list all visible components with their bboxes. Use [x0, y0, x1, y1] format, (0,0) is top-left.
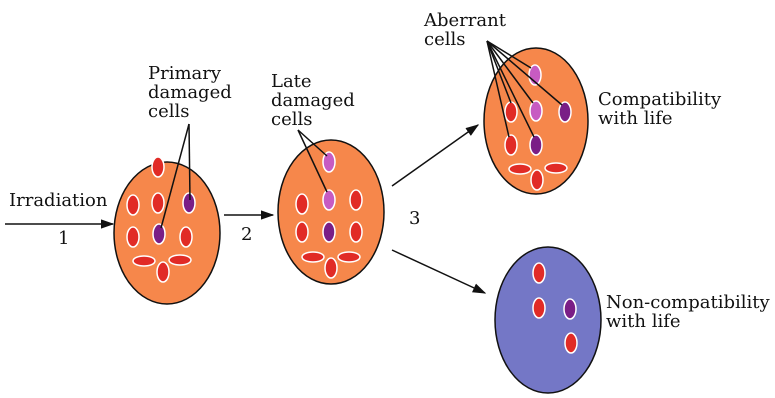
organelle-damaged: [323, 222, 335, 242]
non-compatibility-label: Non-compatibility with life: [606, 293, 770, 331]
step-2-label: 2: [241, 225, 252, 244]
organelle-normal: [509, 164, 531, 174]
organelle-aberrant: [323, 190, 335, 210]
organelle-aberrant: [530, 101, 542, 121]
late-damaged-label: Late damaged cells: [271, 72, 355, 129]
organelle-normal: [127, 227, 139, 247]
organelle-damaged: [153, 224, 165, 244]
non-compatibility-label-line-1: Non-compatibility: [606, 293, 770, 312]
organelle-normal: [133, 256, 155, 266]
organelle-normal: [302, 252, 324, 262]
aberrant-cells-label-line-1: Aberrant: [424, 11, 506, 30]
irradiation-label: Irradiation: [9, 191, 107, 210]
organelle-normal: [338, 252, 360, 262]
late-damaged-label-line-2: damaged: [271, 91, 355, 110]
organelle-normal: [533, 298, 545, 318]
primary-damaged-label-line-1: Primary: [148, 64, 232, 83]
organelle-normal: [152, 193, 164, 213]
arrow-to-viable: [392, 125, 478, 186]
late-damaged-label-line-1: Late: [271, 72, 355, 91]
organelle-normal: [533, 263, 545, 283]
organelle-normal: [127, 195, 139, 215]
compatibility-label: Compatibility with life: [598, 90, 721, 128]
organelle-damaged: [559, 102, 571, 122]
organelle-normal: [296, 194, 308, 214]
primary-damaged-label-line-2: damaged: [148, 83, 232, 102]
late-damaged-label-line-3: cells: [271, 110, 355, 129]
organelle-normal: [565, 333, 577, 353]
aberrant-viable-cell: [484, 48, 588, 194]
aberrant-cells-label-line-2: cells: [424, 30, 506, 49]
organelle-damaged: [183, 193, 195, 213]
compatibility-label-line-2: with life: [598, 109, 721, 128]
organelle-normal: [531, 170, 543, 190]
organelle-normal: [325, 258, 337, 278]
late-damaged-cell: [278, 140, 384, 284]
organelle-normal: [152, 157, 164, 177]
organelle-normal: [505, 102, 517, 122]
organelle-normal: [169, 255, 191, 265]
non-compatibility-label-line-2: with life: [606, 312, 770, 331]
organelle-normal: [157, 262, 169, 282]
organelle-normal: [350, 190, 362, 210]
organelle-damaged: [530, 135, 542, 155]
organelle-normal: [350, 222, 362, 242]
organelle-normal: [545, 163, 567, 173]
cell-membrane: [495, 247, 601, 393]
step-3-label: 3: [409, 209, 420, 228]
step-1-label: 1: [58, 229, 69, 248]
primary-damaged-label: Primary damaged cells: [148, 64, 232, 121]
primary-damaged-label-line-3: cells: [148, 102, 232, 121]
arrow-to-non-viable: [392, 250, 485, 293]
organelle-damaged: [564, 299, 576, 319]
non-viable-cell: [495, 247, 601, 393]
primary-damaged-cell: [114, 157, 220, 304]
organelle-normal: [505, 135, 517, 155]
organelle-normal: [296, 222, 308, 242]
aberrant-cells-label: Aberrant cells: [424, 11, 506, 49]
compatibility-label-line-1: Compatibility: [598, 90, 721, 109]
organelle-normal: [180, 227, 192, 247]
